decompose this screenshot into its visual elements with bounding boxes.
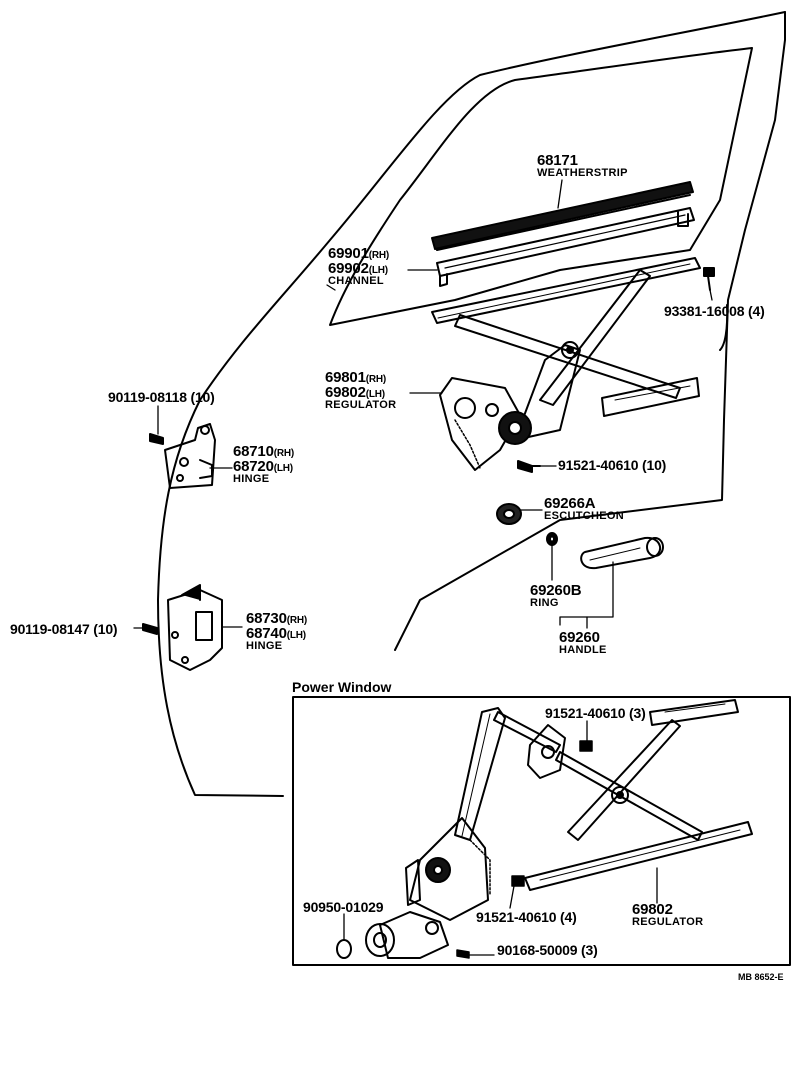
bolt-lower-hinge-label: 90119-08147 (10): [10, 621, 118, 637]
pw-screw-motor-label: 90168-50009 (3): [497, 943, 598, 957]
pw-grommet-label: 90950-01029: [303, 899, 384, 915]
bolt-mid-part: [511, 875, 525, 887]
weatherstrip-name: WEATHERSTRIP: [537, 167, 628, 179]
lower-hinge-label: 68730(RH) 68740(LH) HINGE: [246, 611, 307, 652]
weatherstrip-part: [431, 181, 694, 251]
section-title: Power Window: [292, 679, 392, 695]
upper-hinge-part: [149, 423, 216, 489]
weatherstrip-number: 68171: [537, 152, 578, 169]
ring-label: 69260B RING: [530, 582, 582, 609]
upper-hinge-name: HINGE: [233, 473, 270, 485]
door-outline: [157, 11, 786, 797]
pw-regulator-number: 69802: [632, 901, 673, 918]
handle-label: 69260 HANDLE: [559, 630, 607, 656]
upper-hinge-side-lh: (LH): [273, 463, 293, 474]
pw-regulator-name: REGULATOR: [632, 916, 704, 928]
channel-side-rh: (RH): [368, 250, 390, 261]
escutcheon-number: 69266A: [544, 495, 596, 512]
ring-part: [546, 532, 558, 546]
channel-part: [436, 207, 695, 287]
lower-hinge-number-rh: 68730: [246, 610, 287, 627]
pw-bolt-top-qty: (3): [629, 705, 646, 721]
escutcheon-label: 69266A ESCUTCHEON: [544, 496, 624, 522]
ring-number: 69260B: [530, 582, 582, 599]
lower-hinge-name: HINGE: [246, 640, 283, 652]
bolt-lower-hinge-number: 90119-08147: [10, 621, 90, 637]
figure-code: MB 8652-E: [738, 972, 784, 982]
regulator-name: REGULATOR: [325, 399, 397, 411]
regulator-side-rh: (RH): [365, 374, 387, 385]
weatherstrip-label: 68171 WEATHERSTRIP: [537, 153, 628, 179]
ring-name: RING: [530, 597, 559, 609]
manual-regulator-part: [431, 257, 701, 471]
lower-hinge-part: [142, 584, 223, 671]
bolt-upper-hinge-number: 90119-08118: [108, 389, 187, 405]
power-regulator-part: [365, 699, 753, 959]
channel-name: CHANNEL: [328, 275, 384, 287]
bolt-top-part: [579, 740, 593, 752]
regulator-side-lh: (LH): [365, 389, 385, 400]
lower-hinge-side-rh: (RH): [286, 615, 308, 626]
upper-hinge-number-rh: 68710: [233, 443, 274, 460]
bolt-regulator-label: 91521-40610 (10): [558, 458, 666, 472]
regulator-label: 69801(RH) 69802(LH) REGULATOR: [325, 370, 396, 411]
escutcheon-name: ESCUTCHEON: [544, 510, 625, 522]
pw-regulator-label: 69802 REGULATOR: [632, 902, 703, 928]
pw-grommet-number: 90950-01029: [303, 899, 384, 915]
pw-bolt-mid-number: 91521-40610: [476, 909, 557, 925]
handle-part: [580, 536, 664, 570]
screw-channel-number: 93381-16008: [664, 303, 745, 319]
bolt-upper-hinge-label: 90119-08118 (10): [108, 390, 215, 404]
pw-bolt-mid-label: 91521-40610 (4): [476, 910, 577, 924]
upper-hinge-number-lh: 68720: [233, 458, 274, 475]
pw-screw-motor-qty: (3): [581, 942, 598, 958]
pw-bolt-top-label: 91521-40610 (3): [545, 706, 646, 720]
channel-number-lh: 69902: [328, 260, 369, 277]
screw-channel-label: 93381-16008 (4): [664, 304, 765, 318]
channel-side-lh: (LH): [368, 265, 388, 276]
bolt-regulator-number: 91521-40610: [558, 457, 639, 473]
screw-channel-part: [703, 267, 715, 291]
channel-number-rh: 69901: [328, 245, 369, 262]
bolt-upper-hinge-qty: (10): [190, 389, 215, 405]
bolt-regulator-part: [517, 460, 541, 473]
pw-screw-motor-number: 90168-50009: [497, 942, 578, 958]
screw-motor-part: [456, 949, 470, 959]
regulator-number-lh: 69802: [325, 384, 366, 401]
bolt-regulator-qty: (10): [642, 457, 667, 473]
power-window-inset: [292, 696, 791, 966]
lower-hinge-side-lh: (LH): [286, 630, 306, 641]
leader-lines: [133, 179, 713, 629]
bolt-lower-hinge-qty: (10): [93, 621, 118, 637]
pw-bolt-top-number: 91521-40610: [545, 705, 626, 721]
upper-hinge-side-rh: (RH): [273, 448, 295, 459]
upper-hinge-label: 68710(RH) 68720(LH) HINGE: [233, 444, 294, 485]
lower-hinge-number-lh: 68740: [246, 625, 287, 642]
pw-bolt-mid-qty: (4): [560, 909, 577, 925]
grommet-part: [336, 939, 352, 959]
escutcheon-part: [496, 503, 522, 525]
handle-name: HANDLE: [559, 644, 607, 656]
screw-channel-qty: (4): [748, 303, 765, 319]
channel-label: 69901(RH) 69902(LH) CHANNEL: [328, 246, 389, 287]
handle-number: 69260: [559, 629, 600, 646]
regulator-number-rh: 69801: [325, 369, 366, 386]
